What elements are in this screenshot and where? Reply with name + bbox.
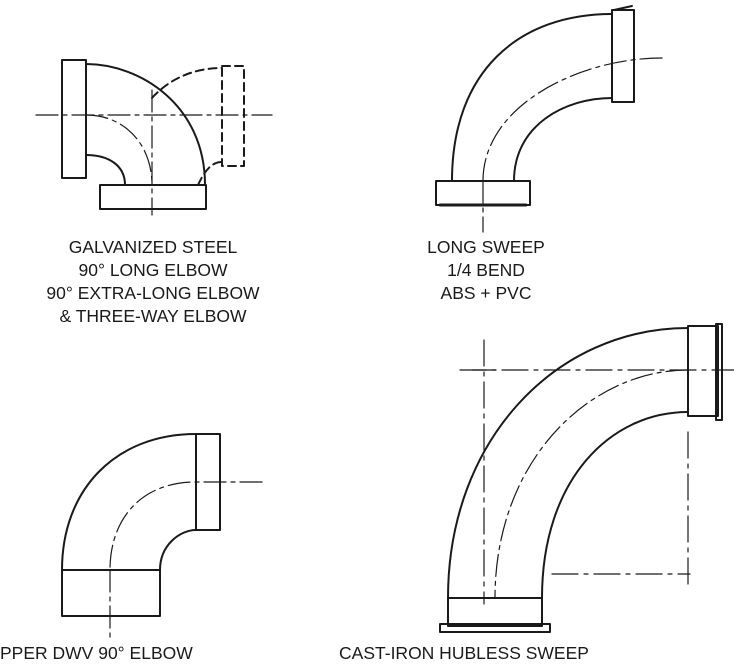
cast-iron-reference-lines <box>459 339 734 605</box>
galvanized-steel-elbow-drawing <box>35 59 273 216</box>
cast-iron-bead-bottom <box>439 623 551 633</box>
cast-iron-sweep-drawing <box>439 323 734 633</box>
long-sweep-inner-arc <box>513 97 613 182</box>
galvanized-three-way-branch <box>151 65 245 186</box>
caption-line: CAST-IRON HUBLESS SWEEP <box>339 643 589 663</box>
galvanized-inner-arc <box>85 154 126 186</box>
caption-line: 90° EXTRA-LONG ELBOW <box>46 283 260 303</box>
galvanized-hub-left <box>61 59 87 179</box>
cast-iron-band-bottom <box>447 597 543 627</box>
long-sweep-centerlines <box>482 57 663 233</box>
caption-cast-iron: CAST-IRON HUBLESS SWEEP <box>316 642 612 665</box>
copper-centerlines <box>109 481 263 639</box>
galvanized-outer-arc <box>85 63 206 186</box>
galvanized-center-arc <box>85 114 153 186</box>
caption-line: 1/4 BEND <box>447 260 525 280</box>
cast-iron-bead-top <box>715 323 723 421</box>
caption-copper-dwv: PPER DWV 90° ELBOW <box>0 642 240 665</box>
copper-dwv-elbow-drawing <box>61 433 263 639</box>
caption-line: & THREE-WAY ELBOW <box>59 306 247 326</box>
caption-long-sweep: LONG SWEEP 1/4 BEND ABS + PVC <box>396 236 576 305</box>
cast-iron-inner-arc <box>541 411 689 599</box>
galvanized-hub-bottom <box>99 184 207 210</box>
copper-inner-arc <box>159 529 197 571</box>
caption-galvanized-steel: GALVANIZED STEEL 90° LONG ELBOW 90° EXTR… <box>18 236 288 328</box>
long-sweep-drawing <box>435 5 663 233</box>
cast-iron-band-top <box>687 325 719 417</box>
caption-line: LONG SWEEP <box>427 237 545 257</box>
copper-outer-arc <box>61 433 197 571</box>
long-sweep-hub-top <box>611 9 635 103</box>
copper-hub-bottom <box>61 569 161 617</box>
cast-iron-center-arc <box>494 369 689 599</box>
caption-line: 90° LONG ELBOW <box>78 260 228 280</box>
galvanized-centerlines <box>35 89 273 216</box>
caption-line: PPER DWV 90° ELBOW <box>0 643 193 663</box>
cast-iron-outer-arc <box>447 327 689 599</box>
long-sweep-outer-arc <box>451 13 613 182</box>
caption-line: GALVANIZED STEEL <box>68 237 238 257</box>
caption-line: ABS + PVC <box>440 283 532 303</box>
